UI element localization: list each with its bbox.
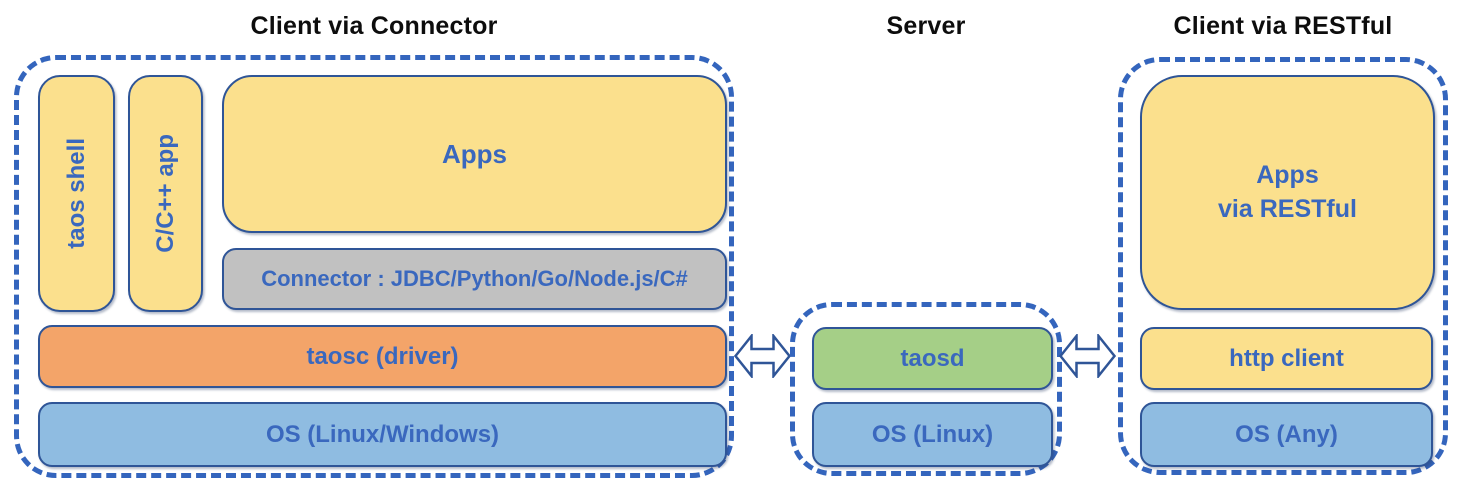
server-title: Server [886,12,966,40]
right-double-arrow-icon [1059,334,1116,378]
client-connector-zone: taos shell C/C++ app Apps Connector : JD… [14,55,734,478]
apps-label: Apps [442,138,507,169]
os-linux-label: OS (Linux) [871,420,994,448]
http-client-box: http client [1140,327,1433,390]
server-zone: taosd OS (Linux) [790,302,1062,476]
taos-shell-box: taos shell [38,75,115,312]
taosc-driver-box: taosc (driver) [38,325,727,388]
taosc-driver-label: taosc (driver) [306,342,459,370]
connector-box: Connector : JDBC/Python/Go/Node.js/C# [222,248,727,310]
cpp-app-box: C/C++ app [128,75,203,312]
client-restful-title: Client via RESTful [1173,12,1393,40]
http-client-label: http client [1229,344,1344,372]
taosd-label: taosd [900,344,965,372]
os-linux-windows-label: OS (Linux/Windows) [265,420,500,448]
left-double-arrow-icon [734,334,791,378]
taos-shell-label: taos shell [62,138,90,249]
client-connector-title: Client via Connector [250,12,498,40]
cpp-app-label: C/C++ app [151,134,179,253]
connector-label: Connector : JDBC/Python/Go/Node.js/C# [261,266,688,291]
os-linux-windows-box: OS (Linux/Windows) [38,402,727,467]
os-linux-box: OS (Linux) [812,402,1053,467]
apps-box: Apps [222,75,727,233]
client-restful-zone: Apps via RESTful http client OS (Any) [1118,57,1448,475]
os-any-box: OS (Any) [1140,402,1433,467]
apps-via-restful-label: Apps via RESTful [1218,160,1357,223]
apps-via-restful-box: Apps via RESTful [1140,75,1435,310]
taosd-box: taosd [812,327,1053,390]
os-any-label: OS (Any) [1235,420,1338,448]
